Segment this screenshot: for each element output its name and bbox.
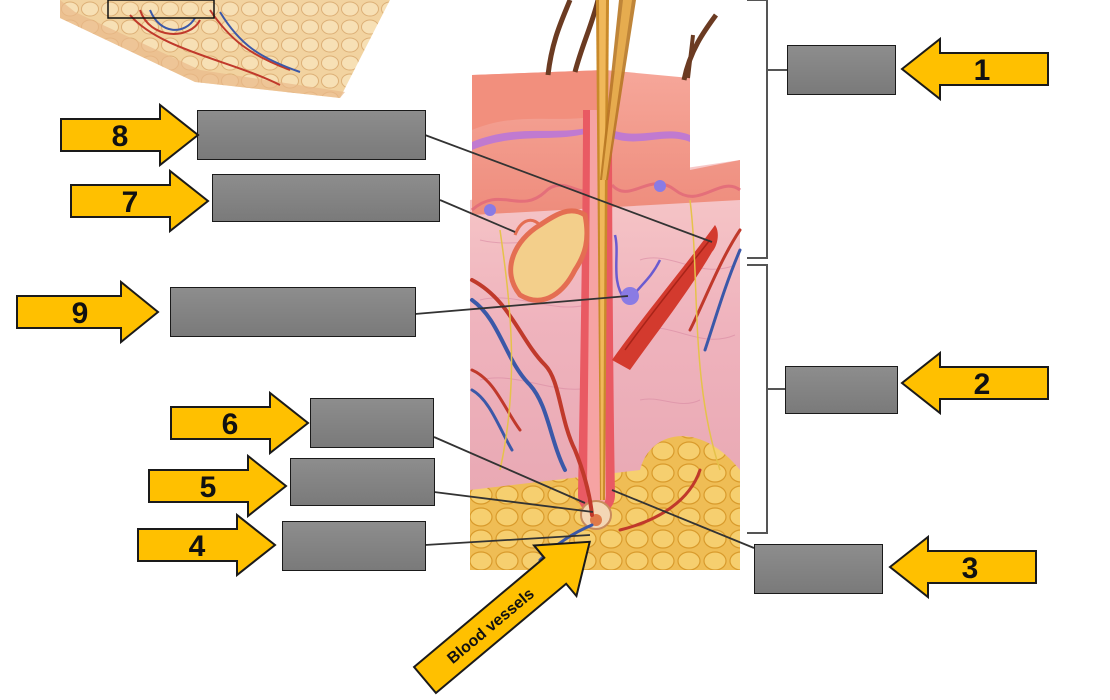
skin-cross-section [470, 0, 742, 570]
arrow-label-9: 9 [72, 297, 89, 330]
arrow-label-7: 7 [122, 186, 139, 219]
label-box-3[interactable] [754, 544, 883, 594]
label-box-4[interactable] [282, 521, 426, 571]
arrow-1: 1 [900, 36, 1050, 102]
blood-vessels-label: Blood vessels [444, 585, 537, 667]
arrow-6: 6 [170, 390, 310, 456]
arrow-4: 4 [137, 512, 277, 578]
arrow-7: 7 [70, 168, 210, 234]
arrow-8: 8 [60, 102, 200, 168]
label-box-9[interactable] [170, 287, 416, 337]
leader-lines [414, 134, 755, 549]
arrow-label-2: 2 [974, 368, 991, 401]
blood-vessels-arrow: Blood vessels [405, 540, 605, 695]
arrow-label-8: 8 [112, 120, 129, 153]
arrow-label-1: 1 [974, 54, 991, 87]
label-box-5[interactable] [290, 458, 435, 506]
label-box-8[interactable] [197, 110, 426, 160]
label-box-6[interactable] [310, 398, 434, 448]
arrow-5: 5 [148, 453, 288, 519]
arrow-label-6: 6 [222, 408, 239, 441]
arrow-3: 3 [888, 534, 1038, 600]
arrow-label-5: 5 [200, 471, 217, 504]
label-box-7[interactable] [212, 174, 440, 222]
inset-skin-block [60, 0, 390, 98]
label-box-2[interactable] [785, 366, 898, 414]
label-box-1[interactable] [787, 45, 896, 95]
layer-brackets [747, 0, 787, 534]
arrow-label-3: 3 [962, 552, 979, 585]
arrow-2: 2 [900, 350, 1050, 416]
arrow-9: 9 [16, 279, 160, 345]
arrow-label-4: 4 [189, 530, 206, 563]
